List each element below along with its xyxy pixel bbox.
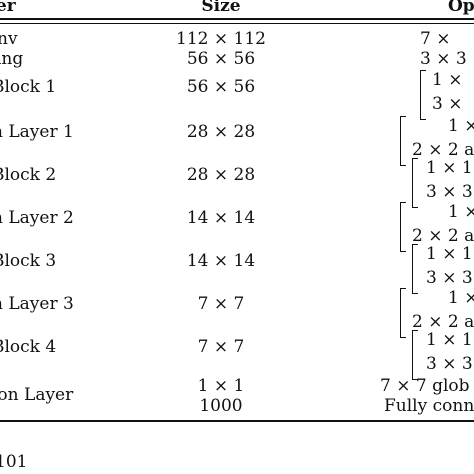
bracket-icon [412, 158, 418, 208]
bracket-icon [420, 70, 426, 120]
row-size: 28 × 28 [186, 165, 256, 185]
row-layer: n Layer 3 [0, 294, 74, 314]
top-rule [0, 18, 474, 20]
row-output: Fully conn [384, 396, 474, 416]
row-output-line2: 3 × 3 [426, 268, 473, 288]
row-output: 7 × [420, 29, 451, 49]
row-output-line1: 1 × 1 [426, 244, 473, 264]
row-output-line2: 2 × 2 a [412, 312, 474, 332]
row-layer: Block 1 [0, 77, 57, 97]
row-output-line1: 1 × [432, 70, 463, 90]
bottom-rule [0, 420, 474, 422]
bracket-icon [412, 244, 418, 294]
row-output: 3 × 3 [420, 49, 467, 69]
header-size: Size [201, 0, 241, 16]
row-layer: ion Layer [0, 385, 74, 405]
row-output-line1: 1 × [448, 116, 474, 136]
bracket-icon [400, 202, 406, 252]
row-layer: Block 3 [0, 251, 57, 271]
row-output-line2: 3 × [432, 94, 463, 114]
row-size: 14 × 14 [186, 208, 256, 228]
row-layer: n Layer 2 [0, 208, 74, 228]
row-size: 28 × 28 [186, 122, 256, 142]
footnote: 101 [0, 452, 28, 472]
row-layer: nv [0, 29, 18, 49]
row-layer: Block 4 [0, 337, 57, 357]
row-size: 56 × 56 [186, 77, 256, 97]
header-rule [0, 23, 474, 24]
row-output-line1: 1 × [448, 288, 474, 308]
row-output-line2: 3 × 3 [426, 182, 473, 202]
row-output-line1: 1 × 1 [426, 158, 473, 178]
row-output-line1: 1 × [448, 202, 474, 222]
row-layer: Block 2 [0, 165, 57, 185]
row-size: 1 × 1 [197, 376, 245, 396]
row-size: 14 × 14 [186, 251, 256, 271]
bracket-icon [400, 116, 406, 166]
row-size: 56 × 56 [186, 49, 256, 69]
row-output-line2: 2 × 2 a [412, 140, 474, 160]
bracket-icon [412, 330, 418, 380]
header-layer: yer [0, 0, 16, 16]
row-output-line2: 3 × 3 [426, 354, 473, 374]
bracket-icon [400, 288, 406, 338]
row-layer: n Layer 1 [0, 122, 74, 142]
row-size: 7 × 7 [197, 337, 245, 357]
row-output-line2: 2 × 2 a [412, 226, 474, 246]
row-size: 7 × 7 [197, 294, 245, 314]
row-size: 1000 [199, 396, 243, 416]
row-output: 7 × 7 glob [380, 376, 470, 396]
row-size: 112 × 112 [176, 29, 266, 49]
header-output: Op [448, 0, 474, 16]
row-output-line1: 1 × 1 [426, 330, 473, 350]
row-layer: ing [0, 49, 24, 69]
